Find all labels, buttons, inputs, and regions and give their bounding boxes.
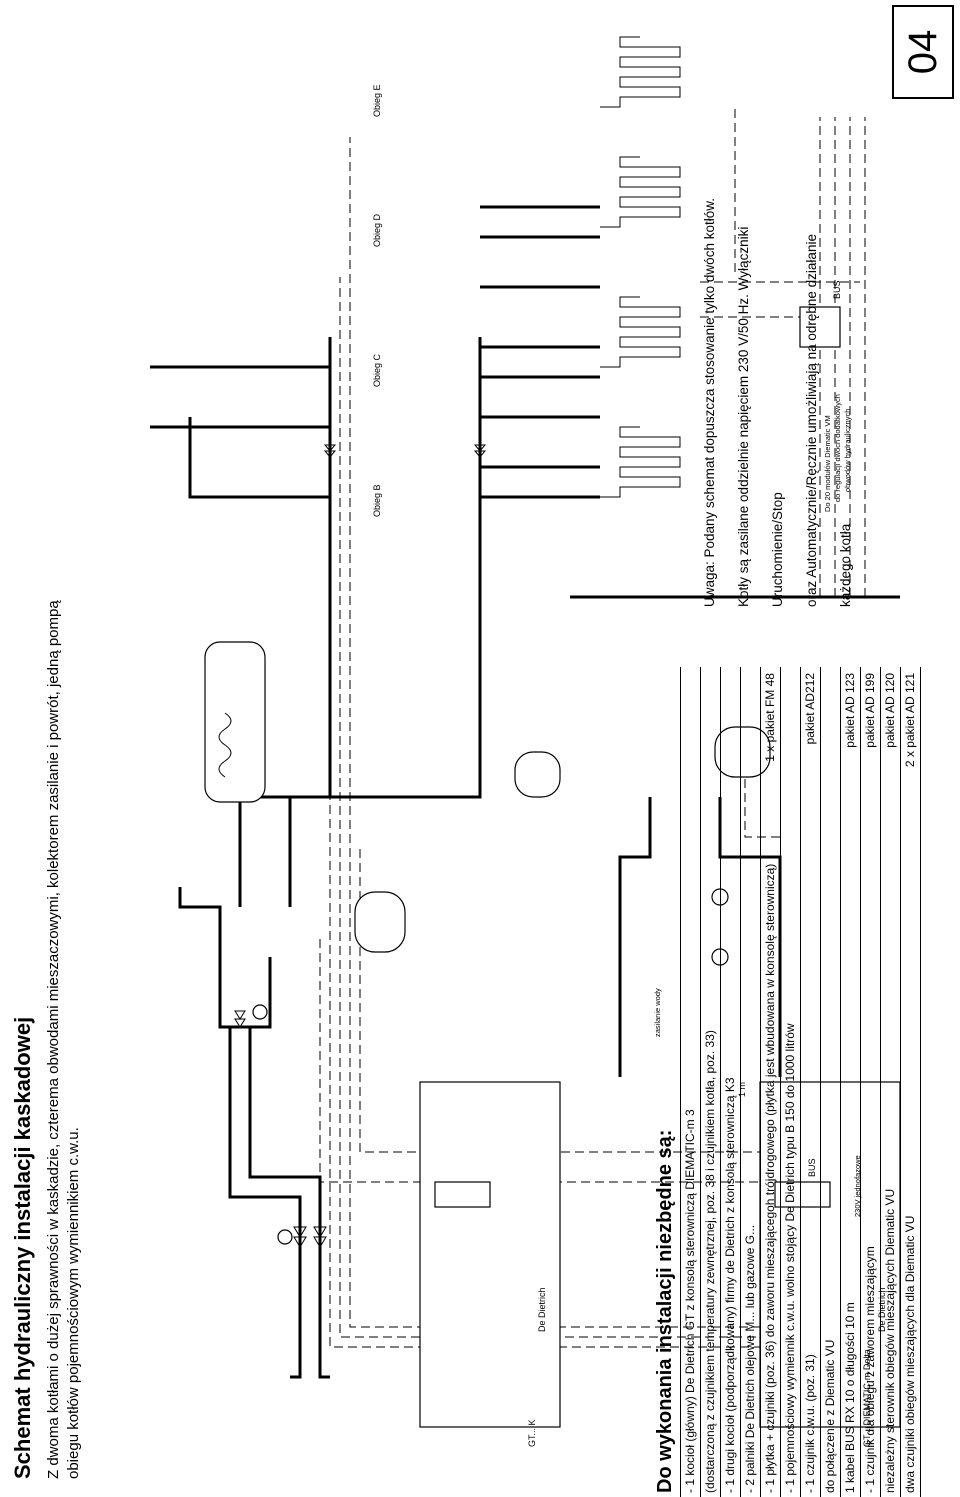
- bus-label-boiler: BUS: [807, 1158, 817, 1177]
- row-text: - 1 czujnik c.w.u. (poz. 31): [803, 1354, 817, 1493]
- requirements-row: dwa czujniki obiegów mieszających dla Di…: [901, 667, 921, 1497]
- dhw-tank: [204, 641, 266, 803]
- requirements-row: - 1 drugi kocioł (podporządkowany) firmy…: [721, 667, 741, 1497]
- note-paragraph: Kotły są zasilane oddzielnie napięciem 2…: [736, 226, 751, 607]
- circuit-e-label: Obieg E: [372, 84, 382, 117]
- fittings: [234, 444, 729, 1248]
- notes: Uwaga: Podany schemat dopuszcza stosowan…: [700, 27, 870, 607]
- requirements-row: - 1 kocioł (główny) De Dietrich GT z kon…: [681, 667, 701, 1497]
- row-text: - 1 czujnik dla obiegu z zaworem mieszaj…: [863, 1246, 877, 1493]
- requirements-table: Do wykonania instalacji niezbędne są: - …: [650, 667, 921, 1497]
- water-supply-label: zasilanie wody: [653, 988, 662, 1037]
- row-text: - 1 pojemnościowy wymiennik c.w.u. wolno…: [783, 1023, 797, 1493]
- requirements-row: niezależny sterownik obiegów mieszającyc…: [881, 667, 901, 1497]
- boiler-series-label: GT... DIEMATIC-m Delta: [862, 1349, 872, 1447]
- row-text: - 1 płytka + czujniki (poz. 36) do zawor…: [763, 863, 777, 1493]
- circuit-d-label: Obieg D: [372, 213, 382, 247]
- row-text: dwa czujniki obiegów mieszających dla Di…: [903, 1215, 917, 1493]
- row-text: - 2 palniki De Dietrich olejowe M... lub…: [743, 1224, 757, 1493]
- module-note-line-1: Do 20 modułów Diematic VM: [823, 415, 832, 512]
- note-paragraph: Uwaga: Podany schemat dopuszcza stosowan…: [702, 198, 717, 607]
- page-subtitle: Z dwoma kotłami o dużej sprawności w kas…: [45, 600, 82, 1479]
- row-text: (dostarczoną z czujnikiem temperatury ze…: [703, 1030, 717, 1493]
- heating-pipework: [150, 205, 900, 1379]
- requirements-row: - 2 palniki De Dietrich olejowe M... lub…: [741, 667, 761, 1497]
- note-paragraph: każdego kotła: [838, 523, 853, 607]
- row-pack: pakiet AD 120: [883, 673, 897, 748]
- module-note-line-2: do regulacji dwóch dodatkowych: [833, 394, 842, 502]
- circuit-b-label: Obieg B: [372, 484, 382, 517]
- note-paragraph: oraz Automatycznie/Ręcznie umożliwiają n…: [804, 234, 819, 607]
- circuit-c-label: Obieg C: [372, 353, 382, 387]
- one-m-label: 1 m: [737, 1082, 747, 1097]
- requirements-heading: Do wykonania instalacji niezbędne są:: [650, 667, 681, 1497]
- boiler-1-label: De Dietrich: [537, 1287, 547, 1332]
- expansion-vessel-boiler: [714, 726, 771, 778]
- boiler-series-2-label: GT... K: [527, 1419, 537, 1447]
- row-text: - 1 kocioł (główny) De Dietrich GT z kon…: [683, 1109, 697, 1493]
- page-number: 04: [892, 5, 954, 99]
- requirements-row: do połączenie z Diematic VU: [821, 667, 841, 1497]
- requirements-row: - 1 płytka + czujniki (poz. 36) do zawor…: [761, 667, 781, 1497]
- boilers: De Dietrich De Dietrich GT... DIEMATIC-m…: [419, 1081, 901, 1447]
- row-text: 1 kabel BUS RX 10 o długości 10 m: [843, 1302, 857, 1493]
- row-pack: 1 x pakiet FM 48: [763, 673, 777, 762]
- row-text: - 1 drugi kocioł (podporządkowany) firmy…: [723, 1077, 737, 1493]
- heating-circuits: Obieg B Obieg C Obieg D Obieg E: [372, 36, 681, 517]
- requirements-row: - 1 pojemnościowy wymiennik c.w.u. wolno…: [781, 667, 801, 1497]
- requirements-row: - 1 czujnik dla obiegu z zaworem mieszaj…: [861, 667, 881, 1497]
- requirements-row: - 1 czujnik c.w.u. (poz. 31) pakiet AD212: [801, 667, 821, 1497]
- row-pack: pakiet AD212: [803, 673, 817, 745]
- power-label: 230V jednofazowe: [853, 1155, 862, 1217]
- requirements-row: 1 kabel BUS RX 10 o długości 10 m pakiet …: [841, 667, 861, 1497]
- module-note-line-3: obwodów hydraulicznych: [843, 409, 852, 492]
- row-pack: pakiet AD 199: [863, 673, 877, 748]
- boiler-2-label: De Dietrich: [877, 1287, 887, 1332]
- hydraulic-separator: [354, 891, 406, 953]
- page-title: Schemat hydrauliczny instalacji kaskadow…: [10, 1016, 35, 1479]
- controller-box: [799, 306, 841, 348]
- row-text: do połączenie z Diematic VU: [823, 1339, 837, 1493]
- requirements-row: (dostarczoną z czujnikiem temperatury ze…: [701, 667, 721, 1497]
- expansion-vessel-circuit: [514, 751, 561, 798]
- equipment: BUS BUS 230V jednofazowe zasilanie wody …: [204, 280, 862, 1217]
- row-pack: 2 x pakiet AD 121: [903, 673, 917, 768]
- bus-label: BUS: [832, 280, 842, 299]
- row-text: niezależny sterownik obiegów mieszającyc…: [883, 1188, 897, 1493]
- row-pack: pakiet AD 123: [843, 673, 857, 748]
- note-paragraph: Uruchomienie/Stop: [770, 492, 785, 607]
